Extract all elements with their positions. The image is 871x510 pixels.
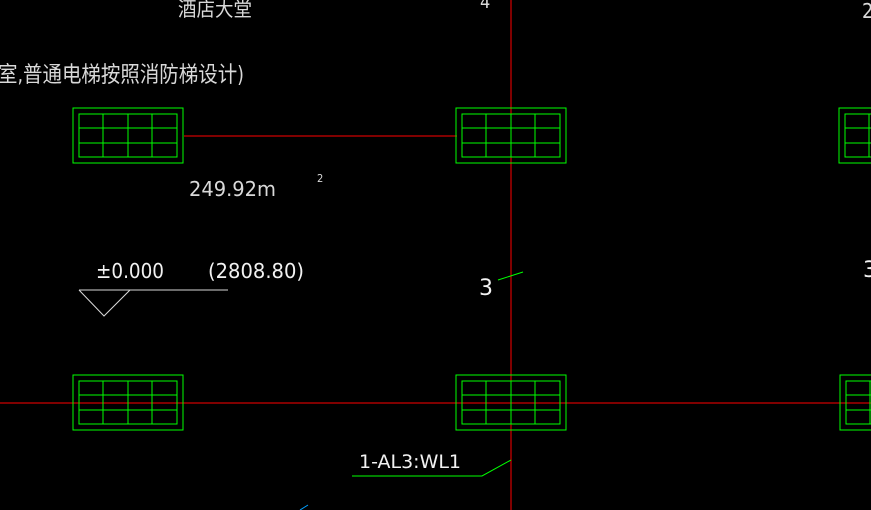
elevation-relative-text: ±0.000 (96, 259, 164, 283)
light-fixture-top-right[interactable] (838, 107, 871, 164)
elevation-symbol (78, 289, 228, 317)
elevation-absolute-text: (2808.80) (208, 259, 304, 283)
leader-line-mid (497, 271, 524, 281)
mid-number-right: 3 (863, 258, 871, 283)
area-exponent-text: 2 (317, 172, 323, 185)
mid-number-left: 3 (479, 276, 493, 301)
circuit-leader-line (352, 459, 512, 477)
axis-label-top: 4 (480, 0, 490, 13)
room-name-label: 酒店大堂 (178, 0, 252, 21)
circuit-tag-text: 1-AL3:WL1 (359, 451, 461, 473)
area-value-text: 249.92m (189, 177, 276, 201)
light-fixture-bottom-center[interactable] (455, 374, 567, 431)
light-fixture-bottom-right[interactable] (839, 374, 871, 431)
axis-label-top-right: 2 (862, 0, 871, 23)
light-fixture-top-left[interactable] (72, 107, 184, 164)
leader-line-bottom-fragment (299, 504, 309, 510)
design-note-text: 室,普通电梯按照消防梯设计) (0, 63, 244, 88)
light-fixture-top-center[interactable] (455, 107, 567, 164)
light-fixture-bottom-left[interactable] (72, 374, 184, 431)
